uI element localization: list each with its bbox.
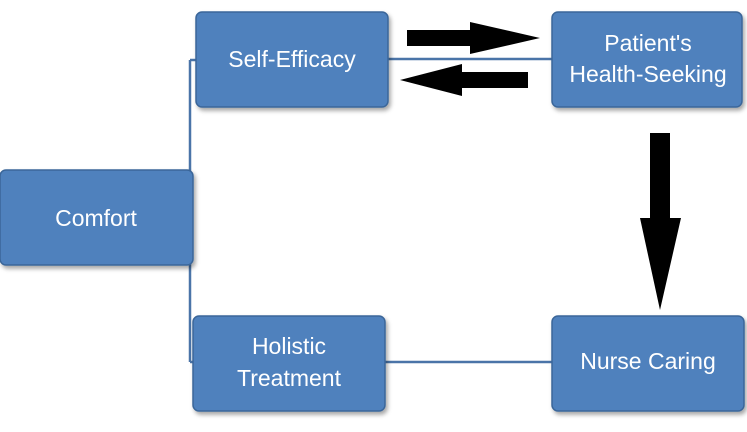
arrows bbox=[400, 22, 681, 310]
holistic-treatment-label-line1: Holistic bbox=[252, 333, 326, 359]
comfort-box: Comfort bbox=[0, 169, 194, 266]
comfort-label: Comfort bbox=[55, 205, 137, 231]
health-seeking-label-line1: Patient's bbox=[604, 30, 692, 56]
nurse-caring-box: Nurse Caring bbox=[551, 315, 745, 412]
self-efficacy-box: Self-Efficacy bbox=[195, 11, 389, 108]
arrow-right-icon bbox=[407, 22, 540, 54]
holistic-treatment-label-line2: Treatment bbox=[237, 365, 342, 391]
health-seeking-box: Patient's Health-Seeking bbox=[551, 11, 743, 108]
arrow-down-icon bbox=[640, 133, 681, 310]
holistic-treatment-box: Holistic Treatment bbox=[192, 315, 386, 412]
arrow-left-icon bbox=[400, 64, 528, 96]
nurse-caring-label: Nurse Caring bbox=[580, 348, 716, 374]
self-efficacy-label: Self-Efficacy bbox=[228, 46, 356, 72]
health-seeking-label-line2: Health-Seeking bbox=[569, 61, 726, 87]
